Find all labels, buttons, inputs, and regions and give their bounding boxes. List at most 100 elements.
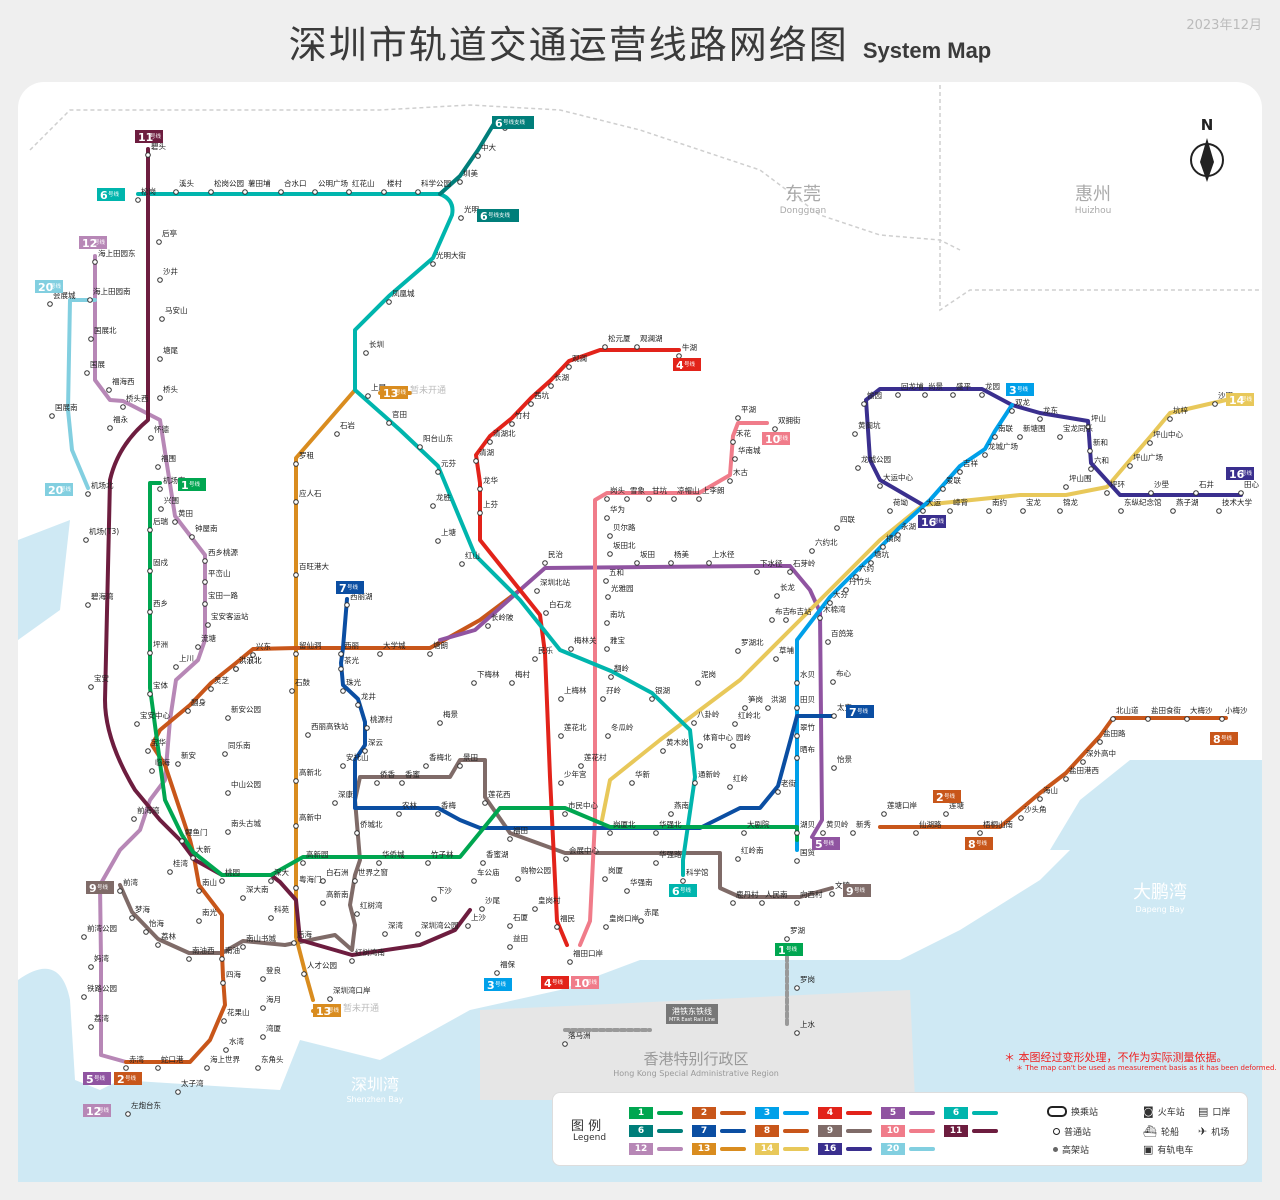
station-label[interactable]: 翠竹 bbox=[800, 722, 815, 732]
station-label[interactable]: 上沙 bbox=[471, 913, 486, 922]
station-label[interactable]: 罗湖北 bbox=[741, 638, 764, 647]
station-label[interactable]: 景田 bbox=[463, 753, 478, 762]
metro-line-l12[interactable] bbox=[93, 254, 207, 1064]
station-label[interactable]: 高新园 bbox=[306, 849, 329, 859]
station-label[interactable]: 国展北 bbox=[94, 326, 117, 335]
station-label[interactable]: 华新 bbox=[635, 769, 650, 779]
station-label[interactable]: 木棉湾 bbox=[823, 604, 846, 614]
station-label[interactable]: 平湖 bbox=[741, 405, 756, 414]
station-marker[interactable] bbox=[558, 733, 564, 739]
station-label[interactable]: 国展南 bbox=[55, 402, 78, 412]
station-marker[interactable] bbox=[107, 425, 113, 431]
station-marker[interactable] bbox=[386, 420, 392, 426]
station-label[interactable]: 莲塘口岸 bbox=[887, 800, 917, 810]
station-label[interactable]: 溪头 bbox=[179, 178, 194, 188]
station-label[interactable]: 上屋 bbox=[371, 383, 386, 392]
station-marker[interactable] bbox=[92, 259, 98, 265]
station-marker[interactable] bbox=[157, 486, 163, 492]
station-label[interactable]: 竹子林 bbox=[431, 849, 454, 859]
station-label[interactable]: 海上田园南 bbox=[93, 286, 131, 296]
station-marker[interactable] bbox=[568, 646, 574, 652]
station-label[interactable]: 下水径 bbox=[760, 558, 783, 568]
station-marker[interactable] bbox=[695, 680, 701, 686]
station-label[interactable]: 鹿丹村 bbox=[736, 889, 759, 899]
station-marker[interactable] bbox=[415, 931, 421, 937]
station-marker[interactable] bbox=[1167, 416, 1173, 422]
station-marker[interactable] bbox=[843, 587, 849, 593]
station-marker[interactable] bbox=[603, 924, 609, 930]
station-marker[interactable] bbox=[787, 569, 793, 575]
station-label[interactable]: 大新 bbox=[196, 844, 211, 854]
station-label[interactable]: 凉帽山 bbox=[677, 485, 700, 495]
station-marker[interactable] bbox=[528, 401, 534, 407]
station-marker[interactable] bbox=[982, 452, 988, 458]
station-label[interactable]: 深湾 bbox=[388, 920, 403, 930]
station-marker[interactable] bbox=[653, 860, 659, 866]
station-label[interactable]: 百旺港大 bbox=[299, 561, 329, 571]
station-marker[interactable] bbox=[986, 508, 992, 514]
station-marker[interactable] bbox=[558, 696, 564, 702]
station-label[interactable]: 福永 bbox=[113, 414, 128, 424]
station-label[interactable]: 新和 bbox=[1093, 437, 1108, 447]
station-label[interactable]: 笋岗 bbox=[748, 694, 763, 704]
station-marker[interactable] bbox=[660, 748, 666, 754]
station-marker[interactable] bbox=[624, 496, 630, 502]
station-marker[interactable] bbox=[1097, 739, 1103, 745]
station-label[interactable]: 应人石 bbox=[299, 488, 322, 498]
station-marker[interactable] bbox=[1238, 490, 1244, 496]
station-label[interactable]: 小梅沙 bbox=[1225, 705, 1248, 715]
station-marker[interactable] bbox=[179, 838, 185, 844]
station-label[interactable]: 红岭南 bbox=[741, 845, 764, 855]
station-marker[interactable] bbox=[81, 994, 87, 1000]
station-marker[interactable] bbox=[147, 527, 153, 533]
station-label[interactable]: 沙头角 bbox=[1024, 804, 1047, 814]
station-marker[interactable] bbox=[624, 888, 630, 894]
station-marker[interactable] bbox=[354, 911, 360, 917]
station-label[interactable]: 赤湾 bbox=[129, 1054, 144, 1064]
station-marker[interactable] bbox=[774, 593, 780, 599]
station-label[interactable]: 坂田 bbox=[640, 549, 655, 559]
station-label[interactable]: 老街 bbox=[781, 778, 796, 788]
station-marker[interactable] bbox=[435, 811, 441, 817]
station-label[interactable]: 技术大学 bbox=[1222, 497, 1252, 507]
station-label[interactable]: 楼村 bbox=[387, 178, 402, 188]
station-label[interactable]: 石厦 bbox=[513, 913, 528, 922]
station-label[interactable]: 布心 bbox=[836, 668, 851, 678]
station-label[interactable]: 宝龙 bbox=[1026, 497, 1042, 507]
station-label[interactable]: 上塘 bbox=[441, 527, 456, 537]
station-label[interactable]: 宝安客运站 bbox=[211, 611, 249, 621]
station-marker[interactable] bbox=[352, 878, 358, 884]
station-label[interactable]: 碧海湾 bbox=[91, 591, 114, 601]
station-marker[interactable] bbox=[1080, 759, 1086, 765]
station-label[interactable]: 新秀 bbox=[856, 819, 871, 829]
station-label[interactable]: 龙城公园 bbox=[861, 454, 891, 464]
station-label[interactable]: 新安 bbox=[181, 750, 196, 760]
station-marker[interactable] bbox=[794, 900, 800, 906]
station-label[interactable]: 下沙 bbox=[437, 886, 452, 895]
station-marker[interactable] bbox=[950, 392, 956, 398]
station-marker[interactable] bbox=[765, 705, 771, 711]
station-label[interactable]: 赤尾 bbox=[644, 908, 659, 917]
station-label[interactable]: 松元厦 bbox=[608, 333, 631, 343]
station-marker[interactable] bbox=[219, 878, 225, 884]
station-label[interactable]: 清湖 bbox=[479, 447, 494, 457]
station-marker[interactable] bbox=[600, 696, 606, 702]
station-marker[interactable] bbox=[349, 958, 355, 964]
station-label[interactable]: 合水口 bbox=[284, 178, 307, 188]
station-label[interactable]: 兴东 bbox=[256, 641, 271, 651]
station-label[interactable]: 文锦 bbox=[835, 880, 850, 890]
station-label[interactable]: 机场北 bbox=[91, 480, 114, 490]
station-label[interactable]: 坪山中心 bbox=[1153, 429, 1183, 439]
station-label[interactable]: 坪山 bbox=[1091, 413, 1106, 423]
station-label[interactable]: 大学城 bbox=[383, 640, 406, 650]
station-marker[interactable] bbox=[427, 651, 433, 657]
station-label[interactable]: 南山 bbox=[202, 877, 217, 887]
station-label[interactable]: 人民南 bbox=[765, 889, 788, 899]
station-label[interactable]: 松岗 bbox=[141, 186, 156, 196]
station-label[interactable]: 塘尾 bbox=[163, 345, 178, 355]
station-label[interactable]: 科学公园 bbox=[421, 178, 451, 188]
station-label[interactable]: 市民中心 bbox=[568, 800, 598, 810]
station-label[interactable]: 黄阁坑 bbox=[858, 420, 881, 430]
